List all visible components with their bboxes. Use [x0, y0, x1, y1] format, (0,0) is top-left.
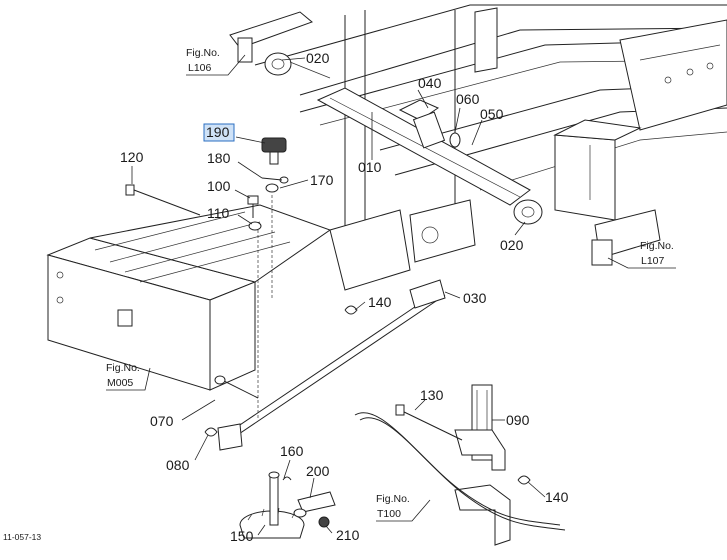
part-label-030[interactable]: 030	[463, 290, 487, 306]
part-label-120[interactable]: 120	[120, 149, 144, 165]
rod-assembly	[204, 279, 446, 451]
part-label-040[interactable]: 040	[418, 75, 442, 91]
part-label-190[interactable]: 190	[206, 124, 230, 140]
part-label-150[interactable]: 150	[230, 528, 254, 544]
part-label-020-upper[interactable]: 020	[306, 50, 330, 66]
fig-ref-t100-ref: T100	[377, 508, 401, 520]
leader-lines	[131, 57, 546, 536]
highlight-box-190	[203, 123, 235, 142]
part-label-180[interactable]: 180	[207, 150, 231, 166]
part-label-140-lower[interactable]: 140	[545, 489, 569, 505]
part-label-020-lower[interactable]: 020	[500, 237, 524, 253]
part-label-050[interactable]: 050	[480, 106, 504, 122]
part-label-100[interactable]: 100	[207, 178, 231, 194]
fig-ref-l107-title: Fig.No.	[640, 240, 674, 252]
drawing-number: 11-057-13	[3, 532, 41, 542]
part-label-060[interactable]: 060	[456, 91, 480, 107]
fig-ref-m005-ref: M005	[107, 377, 133, 389]
fig-ref-l106-title: Fig.No.	[186, 47, 220, 59]
fig-ref-t100-title: Fig.No.	[376, 493, 410, 505]
fig-ref-l106-ref: L106	[188, 62, 212, 74]
part-label-160[interactable]: 160	[280, 443, 304, 459]
fig-ref-t100[interactable]: Fig.No. T100	[376, 493, 431, 522]
shaft-assembly	[264, 52, 543, 225]
lower-bracket	[354, 384, 566, 546]
part-label-070[interactable]: 070	[150, 413, 174, 429]
frame-linework	[229, 4, 727, 266]
fig-ref-l106[interactable]: Fig.No. L106	[186, 47, 246, 76]
fig-ref-m005[interactable]: Fig.No. M005	[106, 362, 151, 391]
part-label-080[interactable]: 080	[166, 457, 190, 473]
fig-ref-l107-ref: L107	[641, 255, 665, 267]
part-label-130[interactable]: 130	[420, 387, 444, 403]
part-label-090[interactable]: 090	[506, 412, 530, 428]
part-label-010[interactable]: 010	[358, 159, 382, 175]
left-bracket	[46, 199, 476, 391]
gear-assembly	[239, 471, 336, 539]
fig-ref-l107[interactable]: Fig.No. L107	[607, 240, 676, 269]
small-parts	[125, 137, 289, 420]
part-label-110[interactable]: 110	[207, 205, 230, 221]
part-labels: 020 040 060 050 190 120 180 170 010 100 …	[120, 50, 569, 544]
part-label-170[interactable]: 170	[310, 172, 334, 188]
part-label-210[interactable]: 210	[336, 527, 360, 543]
part-label-200[interactable]: 200	[306, 463, 330, 479]
part-label-140-upper[interactable]: 140	[368, 294, 392, 310]
fig-ref-m005-title: Fig.No.	[106, 362, 140, 374]
